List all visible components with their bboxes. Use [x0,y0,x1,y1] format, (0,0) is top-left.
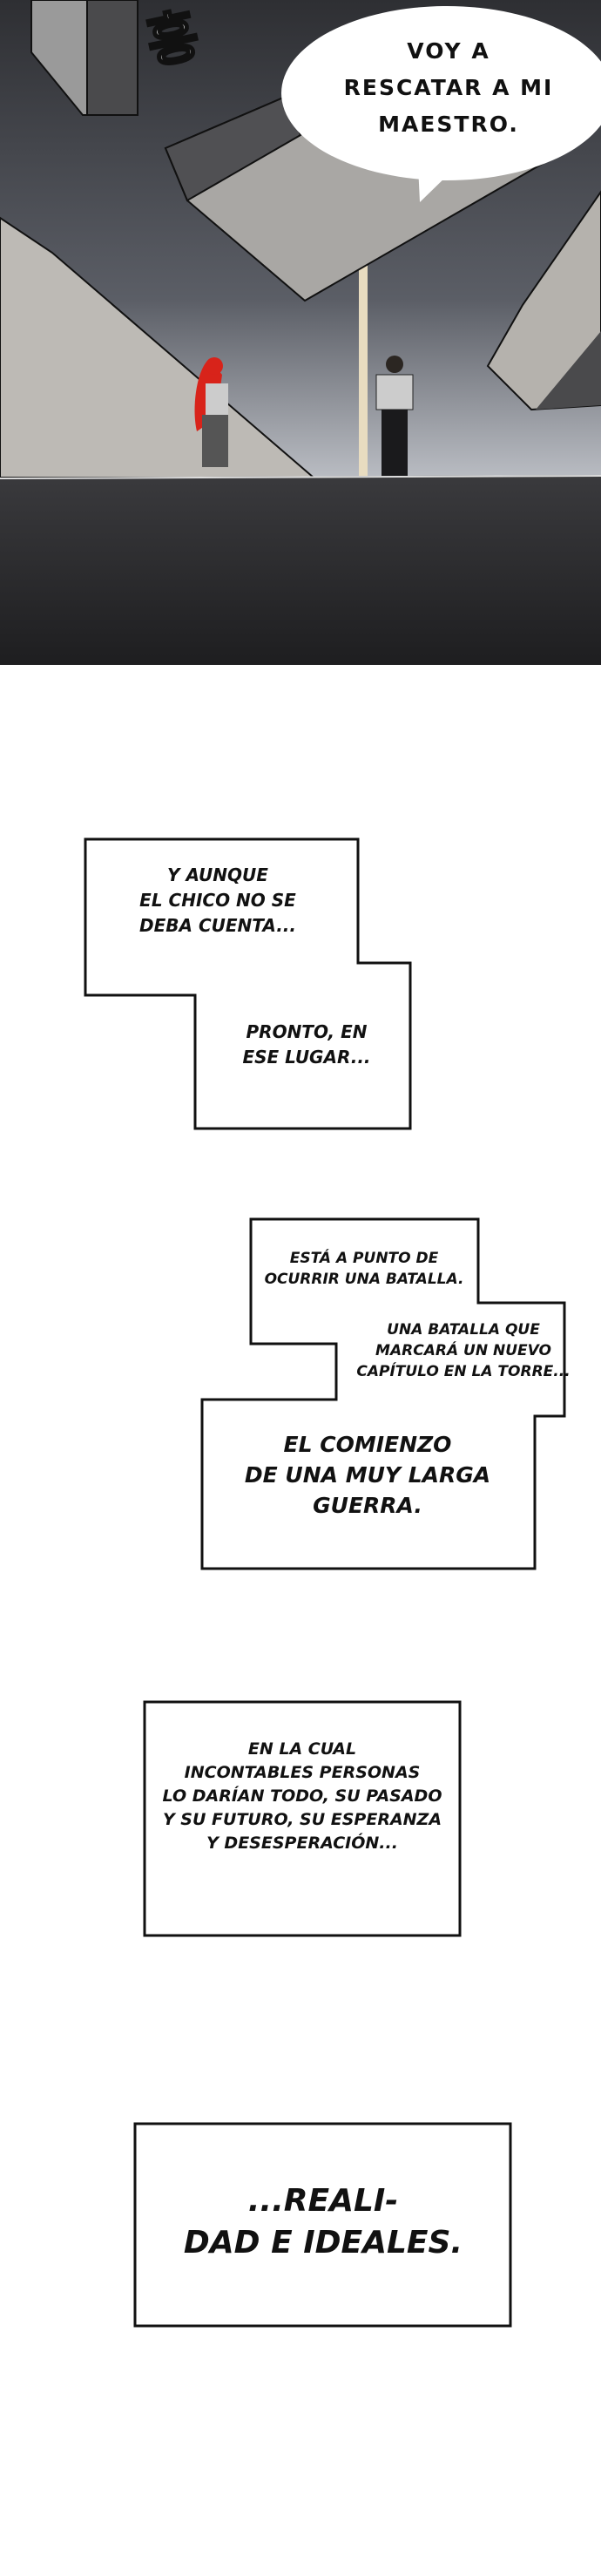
caption-text-3: EN LA CUAL INCONTABLES PERSONAS LO DARÍA… [163,1738,442,1855]
caption-text-2b: UNA BATALLA QUE MARCARÁ UN NUEVO CAPÍTUL… [356,1319,570,1382]
scene-illustration [0,0,601,665]
caption-text-4: ...REALI- DAD E IDEALES. [184,2180,463,2264]
caption-line: PRONTO, EN [246,1021,368,1042]
caption-line: DE UNA MUY LARGA [244,1462,491,1488]
caption-line: MARCARÁ UN NUEVO [375,1342,551,1359]
speech-bubble-text: VOY A RESCATAR A MI MAESTRO. [322,33,575,143]
caption-text-1b: PRONTO, EN ESE LUGAR... [242,1020,370,1070]
caption-line: Y SU FUTURO, SU ESPERANZA [162,1810,442,1829]
caption-line: CAPÍTULO EN LA TORRE... [356,1363,571,1380]
caption-line: Y AUNQUE [167,864,268,885]
caption-line: INCONTABLES PERSONAS [184,1763,421,1782]
caption-box-2 [200,1217,566,1570]
caption-line: LO DARÍAN TODO, SU PASADO [162,1786,442,1806]
rock-right [486,190,601,411]
caption-line: UNA BATALLA QUE [387,1321,540,1339]
caption-text-2a: ESTÁ A PUNTO DE OCURRIR UNA BATALLA. [265,1248,464,1290]
comic-panel-scene: 흥 VOY A RESCATAR A MI MAESTRO. [0,0,601,665]
light-pillar [359,261,368,479]
caption-line: ESTÁ A PUNTO DE [289,1250,439,1267]
caption-line: OCURRIR UNA BATALLA. [264,1271,464,1288]
caption-line: EN LA CUAL [247,1739,357,1759]
caption-line: EL CHICO NO SE [139,890,296,911]
caption-line: DAD E IDEALES. [183,2225,463,2261]
caption-line: EL COMIENZO [283,1432,452,1457]
speech-bubble [281,6,601,202]
bubble-line: MAESTRO. [378,112,519,137]
caption-line: ...REALI- [247,2183,399,2219]
caption-box-1 [84,837,412,1130]
caption-line: GUERRA. [313,1493,422,1518]
caption-box-4 [133,2122,512,2328]
caption-box-3 [143,1700,462,1937]
red-haired-character [194,357,228,467]
bubble-line: RESCATAR A MI [343,75,554,100]
bubble-line: VOY A [407,38,490,64]
ground [0,475,601,665]
caption-text-1a: Y AUNQUE EL CHICO NO SE DEBA CUENTA... [139,863,296,939]
caption-text-2c: EL COMIENZO DE UNA MUY LARGA GUERRA. [245,1429,490,1521]
dark-haired-character [375,356,414,476]
caption-line: Y DESESPERACIÓN... [206,1834,398,1853]
caption-line: ESE LUGAR... [242,1047,371,1068]
caption-line: DEBA CUENTA... [139,915,296,936]
